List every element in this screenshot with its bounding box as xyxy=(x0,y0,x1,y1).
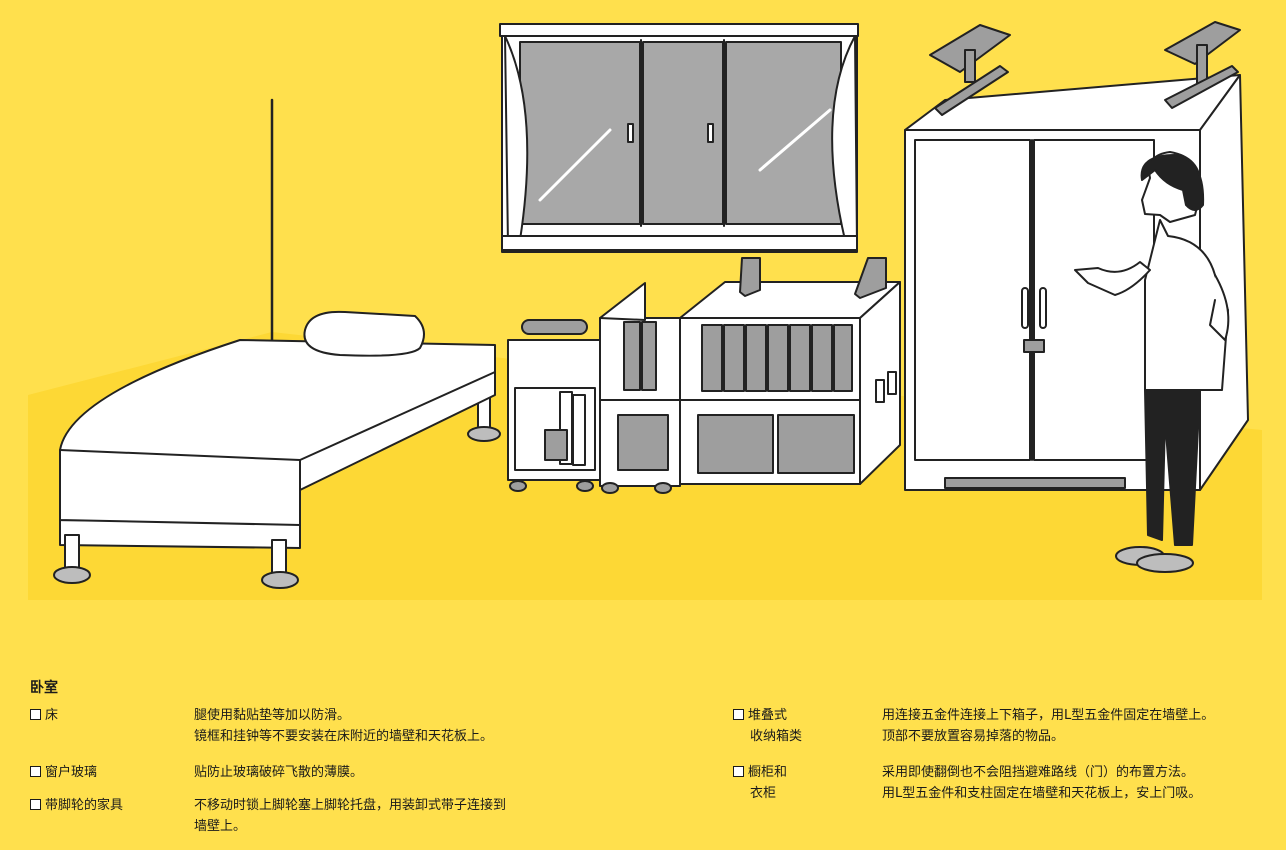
item-label: 堆叠式 收纳箱类 xyxy=(733,705,802,747)
stacked-storage-boxes xyxy=(679,257,901,485)
item-description: 不移动时锁上脚轮塞上脚轮托盘，用装卸式带子连接到 墙壁上。 xyxy=(194,798,507,834)
bed xyxy=(53,310,501,589)
checkbox-icon[interactable] xyxy=(30,709,41,720)
person xyxy=(1074,151,1230,573)
checkbox-icon[interactable] xyxy=(30,766,41,777)
item-label: 床 xyxy=(30,705,58,726)
item-label: 带脚轮的家具 xyxy=(30,795,123,816)
caster-cart xyxy=(507,319,604,492)
checkbox-icon[interactable] xyxy=(733,709,744,720)
item-description: 腿使用黏贴垫等加以防滑。 镜框和挂钟等不要安装在床附近的墙壁和天花板上。 xyxy=(194,708,494,744)
checkbox-icon[interactable] xyxy=(30,799,41,810)
bedroom-illustration xyxy=(28,21,1262,600)
window xyxy=(499,23,859,253)
item-description: 采用即使翻倒也不会阻挡避难路线（门）的布置方法。 用L型五金件和支柱固定在墙壁和… xyxy=(882,765,1202,801)
narrow-shelf xyxy=(599,282,681,494)
item-label: 橱柜和 衣柜 xyxy=(733,762,787,804)
item-label: 窗户玻璃 xyxy=(30,762,97,783)
item-description: 贴防止玻璃破碎飞散的薄膜。 xyxy=(194,765,364,780)
section-title: 卧室 xyxy=(30,680,58,696)
checkbox-icon[interactable] xyxy=(733,766,744,777)
item-description: 用连接五金件连接上下箱子，用L型五金件固定在墙壁上。 顶部不要放置容易掉落的物品… xyxy=(882,708,1215,744)
